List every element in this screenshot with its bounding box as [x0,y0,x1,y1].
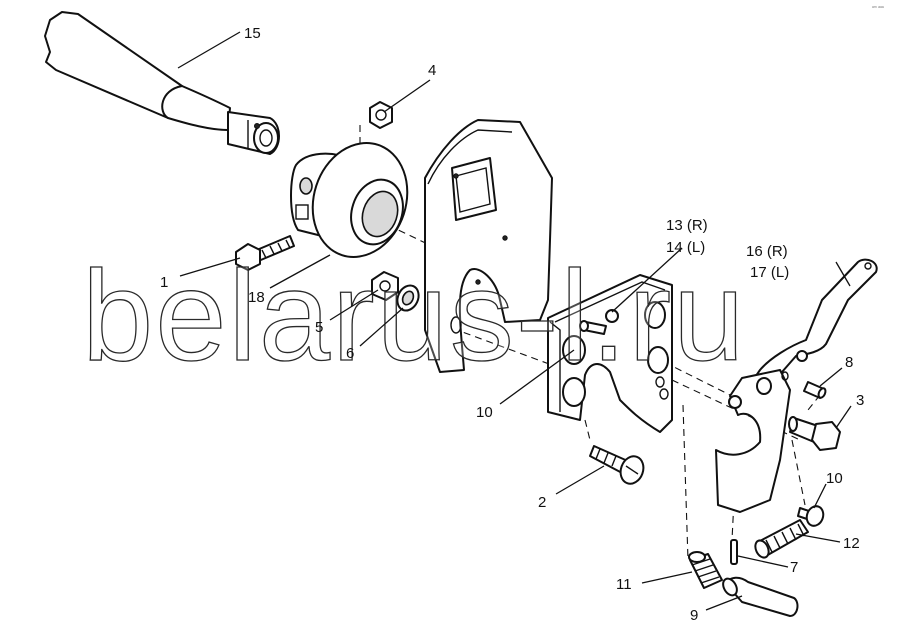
callout-17: 17 (L) [750,264,789,281]
callout-9: 9 [690,607,698,624]
main-bracket-plate [424,119,553,373]
part-9-pin [722,576,799,617]
part-4-nut [369,101,393,129]
part-6-washer [396,284,420,312]
callout-8: 8 [845,354,853,371]
callout-11: 11 [616,576,632,593]
callout-10-lower: 10 [826,470,843,487]
part-18-hub-collar [290,142,409,258]
callout-1: 1 [160,274,168,291]
callout-10-upper: 10 [476,404,493,421]
part-11-spring [688,551,723,589]
part-13-14-mounting-plate [547,274,673,433]
callout-15: 15 [244,25,261,42]
callout-12: 12 [843,535,860,552]
part-12-spring [754,519,809,559]
part-8-small-pin [803,381,827,399]
part-15-handle-grip [44,11,280,155]
callout-6: 6 [346,345,354,362]
callout-labels: 15 4 1 18 5 6 13 (R) 14 (L) 10 2 16 (R) … [160,25,864,624]
callout-18: 18 [248,289,265,306]
leader-lines [177,31,852,611]
part-10-rivet [797,505,825,527]
callout-3: 3 [856,392,864,409]
callout-7: 7 [790,559,798,576]
callout-2: 2 [538,494,546,511]
callout-5: 5 [315,319,323,336]
part-2-countersunk-screw [589,445,645,485]
part-16-17-lever [741,258,878,401]
corner-mark: ᵃᵐ ᵃᵃᵃ [872,5,884,11]
part-3-bolt [788,416,841,451]
watermark-text: belarus-l.ru [82,245,746,388]
callout-4: 4 [428,62,436,79]
part-7-spring-pin [730,539,738,565]
pawl-cam-plate [715,369,791,513]
part-1-bolt [235,235,295,271]
callout-14: 14 (L) [666,239,705,256]
callout-13: 13 (R) [666,217,708,234]
callout-16: 16 (R) [746,243,788,260]
